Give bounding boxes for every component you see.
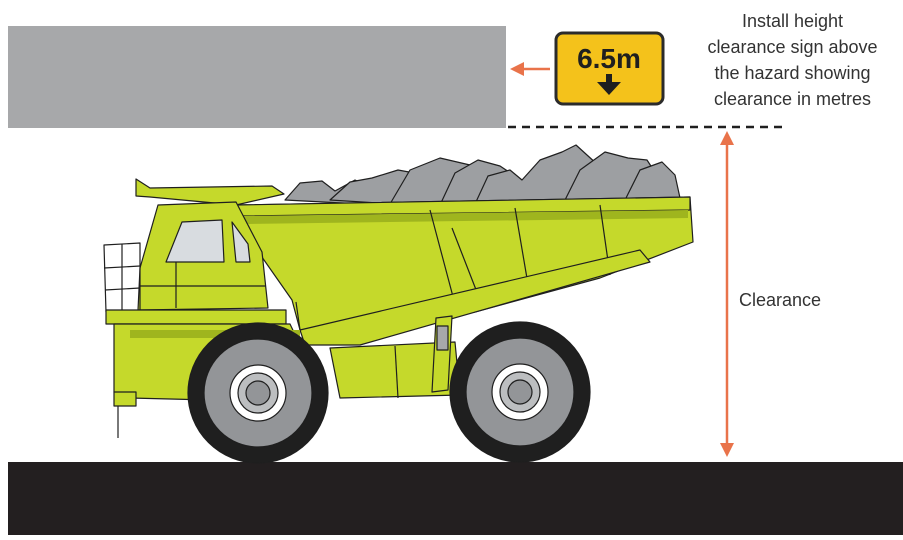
haul-truck bbox=[104, 145, 693, 463]
instruction-note: Install height clearance sign above the … bbox=[690, 8, 895, 112]
clearance-dimension-arrow bbox=[720, 131, 734, 457]
rear-wheel bbox=[450, 322, 590, 462]
ground bbox=[8, 462, 903, 535]
instruction-line: clearance sign above bbox=[690, 34, 895, 60]
overhead-hazard bbox=[8, 26, 506, 128]
instruction-line: Install height bbox=[690, 8, 895, 34]
instruction-line: clearance in metres bbox=[690, 86, 895, 112]
hazard-pointer-arrow bbox=[510, 62, 550, 76]
front-deck bbox=[106, 310, 286, 324]
rock-load bbox=[285, 145, 680, 206]
front-wheel bbox=[188, 323, 328, 463]
front-bumper bbox=[114, 392, 136, 406]
front-grille bbox=[104, 243, 140, 312]
canopy bbox=[136, 179, 284, 205]
sign-height-label: 6.5m bbox=[577, 43, 641, 74]
height-clearance-sign: 6.5m bbox=[556, 33, 663, 104]
clearance-label: Clearance bbox=[739, 290, 821, 310]
instruction-line: the hazard showing bbox=[690, 60, 895, 86]
